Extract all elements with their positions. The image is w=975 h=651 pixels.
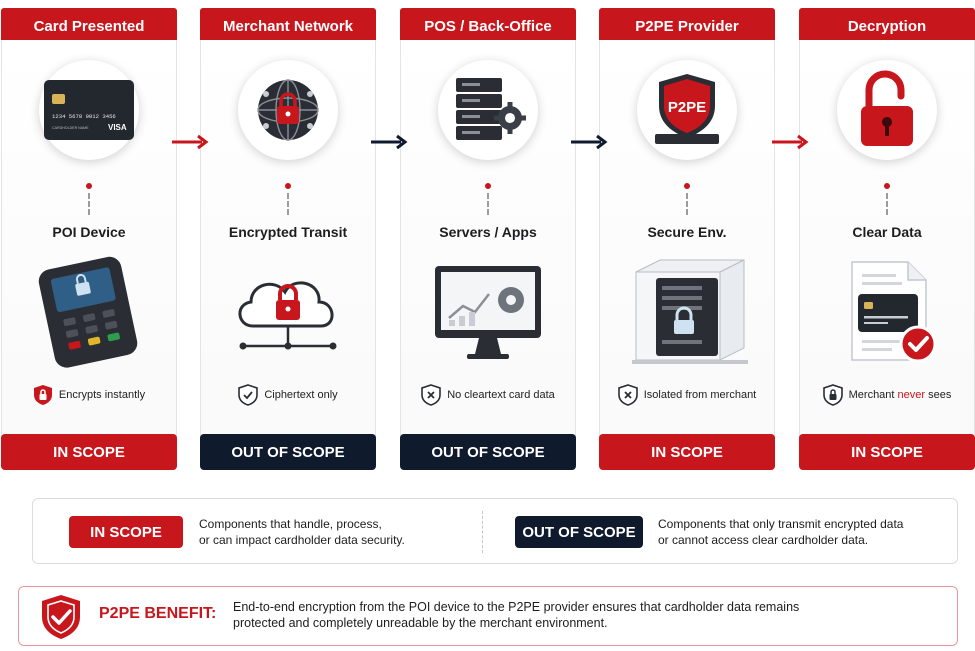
scope-legend: IN SCOPE Components that handle, process… xyxy=(32,498,958,564)
step-note: Isolated from merchant xyxy=(599,384,775,406)
provider-circle: P2PE xyxy=(637,60,737,160)
column-header: Merchant Network xyxy=(200,8,376,44)
shield-x-icon xyxy=(421,384,441,406)
benefit-title: P2PE BENEFIT: xyxy=(99,605,217,622)
column-header: Decryption xyxy=(799,8,975,44)
column-p2pe-provider: P2PE Provider P2PE Secure Env. Isolated … xyxy=(599,8,775,470)
connector-dot xyxy=(485,183,491,189)
p2pe-badge-text: P2PE xyxy=(668,99,706,116)
network-circle xyxy=(238,60,338,160)
column-pos-back-office: POS / Back-Office Servers / Apps xyxy=(400,8,576,470)
connector-dot xyxy=(884,183,890,189)
step-note-text: Merchant never sees xyxy=(848,389,952,401)
shield-check-icon xyxy=(238,384,259,406)
clear-data-illustration xyxy=(817,252,957,372)
flow-arrow-red xyxy=(172,134,209,150)
legend-in-scope-text: Components that handle, process, or can … xyxy=(199,517,405,547)
column-header: POS / Back-Office xyxy=(400,8,576,44)
step-note-text: Encrypts instantly xyxy=(58,389,146,401)
payment-terminal-icon xyxy=(38,256,138,368)
secure-enclosure-illustration xyxy=(617,252,757,372)
step-note-text: Isolated from merchant xyxy=(643,389,757,401)
shield-check-icon xyxy=(42,595,80,639)
legend-out-scope-badge: OUT OF SCOPE xyxy=(515,516,643,548)
column-merchant-network: Merchant Network Encrypted Transit xyxy=(200,8,376,470)
server-vault-icon xyxy=(632,259,748,364)
shield-lock-icon xyxy=(33,385,52,405)
step-note: No cleartext card data xyxy=(400,384,576,406)
column-decryption: Decryption Clear Data Mercha xyxy=(799,8,975,470)
servers-circle xyxy=(438,60,538,160)
card-circle: 1234 5678 9012 3456 CARDHOLDER NAME VISA xyxy=(39,60,139,160)
column-card-presented: Card Presented 1234 5678 9012 3456 CARDH… xyxy=(1,8,177,470)
credit-card-icon: 1234 5678 9012 3456 CARDHOLDER NAME VISA xyxy=(44,80,134,140)
scope-badge: IN SCOPE xyxy=(1,434,177,470)
decryption-circle xyxy=(837,60,937,160)
server-gear-icon xyxy=(456,78,526,140)
connector-dot xyxy=(86,183,92,189)
step-label: Encrypted Transit xyxy=(228,224,348,240)
flow-arrow-navy xyxy=(371,134,408,150)
cloud-lock-icon xyxy=(238,281,337,350)
connector-dot xyxy=(684,183,690,189)
step-label: POI Device xyxy=(52,224,126,240)
step-label: Clear Data xyxy=(852,224,922,240)
connector-dot xyxy=(285,183,291,189)
shield-x-icon xyxy=(617,384,638,406)
scope-badge: IN SCOPE xyxy=(599,434,775,470)
legend-in-scope-badge: IN SCOPE xyxy=(69,516,183,548)
step-note: Ciphertext only xyxy=(200,384,376,406)
scope-badge: OUT OF SCOPE xyxy=(400,434,576,470)
scope-badge: OUT OF SCOPE xyxy=(200,434,376,470)
monitor-illustration xyxy=(418,252,558,372)
flow-arrow-navy xyxy=(571,134,608,150)
card-number: 1234 5678 9012 3456 xyxy=(52,113,116,120)
cloud-illustration xyxy=(218,252,358,372)
column-header: Card Presented xyxy=(1,8,177,44)
shield-lock-icon xyxy=(822,384,843,406)
column-header: P2PE Provider xyxy=(599,8,775,44)
step-label: Secure Env. xyxy=(647,224,727,240)
legend-divider xyxy=(482,511,483,553)
monitor-chart-icon xyxy=(435,266,541,359)
step-label: Servers / Apps xyxy=(439,224,537,240)
network-lock-icon xyxy=(257,79,319,141)
connector-line xyxy=(88,193,90,215)
connector-line xyxy=(487,193,489,215)
card-holder: CARDHOLDER NAME xyxy=(52,126,89,130)
connector-line xyxy=(287,193,289,215)
p2pe-benefit-banner: P2PE BENEFIT: End-to-end encryption from… xyxy=(18,586,958,646)
poi-terminal-illustration xyxy=(19,252,159,372)
scope-badge: IN SCOPE xyxy=(799,434,975,470)
step-note-text: Ciphertext only xyxy=(264,389,338,401)
step-note: Encrypts instantly xyxy=(1,384,177,406)
flow-arrow-red xyxy=(772,134,809,150)
step-note-text: No cleartext card data xyxy=(447,389,555,401)
never-highlight: never xyxy=(897,389,926,401)
legend-out-scope-text: Components that only transmit encrypted … xyxy=(658,517,904,547)
unlocked-padlock-icon xyxy=(861,70,913,146)
card-brand: VISA xyxy=(108,123,127,132)
step-note: Merchant never sees xyxy=(799,384,975,406)
document-card-check-icon xyxy=(851,261,937,363)
connector-line xyxy=(686,193,688,215)
connector-line xyxy=(886,193,888,215)
p2pe-shield-icon: P2PE xyxy=(655,74,719,144)
benefit-text: End-to-end encryption from the POI devic… xyxy=(233,600,800,630)
